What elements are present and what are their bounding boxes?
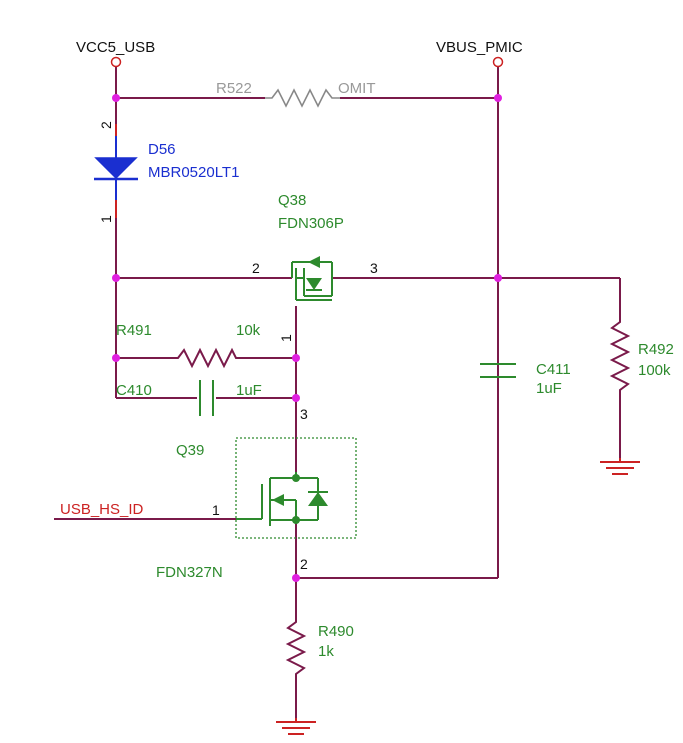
wires [54, 66, 621, 718]
junction-dot [292, 574, 300, 582]
junction-dot [494, 274, 502, 282]
net-label-vbus-pmic: VBUS_PMIC [436, 39, 523, 56]
c410-value: 1uF [236, 382, 262, 399]
c410-ref: C410 [116, 382, 152, 399]
capacitor-c411: C411 1uF [480, 361, 571, 397]
junction-dot [112, 274, 120, 282]
q39-value: FDN327N [156, 564, 223, 581]
r491-ref: R491 [116, 322, 152, 339]
resistor-r522: R522 OMIT [216, 80, 376, 108]
q38-pin-2: 2 [252, 260, 260, 276]
r490-ref: R490 [318, 623, 354, 640]
q39-pin-2: 2 [300, 556, 308, 572]
r492-value: 100k [638, 362, 671, 379]
ground-symbol-r492 [600, 458, 640, 475]
d56-pin-1: 1 [98, 215, 114, 223]
pmosfet-q38: 2 3 1 Q38 FDN306P [252, 192, 378, 342]
c411-ref: C411 [536, 361, 571, 378]
junction-dot [112, 94, 120, 102]
q39-pin-1: 1 [212, 502, 220, 518]
q38-pin-1: 1 [278, 334, 294, 342]
r491-value: 10k [236, 322, 261, 339]
r522-value: OMIT [338, 80, 376, 97]
d56-value: MBR0520LT1 [148, 164, 239, 181]
r490-value: 1k [318, 643, 334, 660]
net-label-usb-hs-id: USB_HS_ID [60, 501, 144, 518]
q39-ref: Q39 [176, 442, 204, 459]
net-port-vbus-pmic: VBUS_PMIC [436, 39, 523, 68]
q38-ref: Q38 [278, 192, 306, 209]
ground-symbol-r490 [276, 718, 316, 735]
net-port-vcc5-usb: VCC5_USB [76, 39, 155, 68]
r522-ref: R522 [216, 80, 252, 97]
net-label-vcc5-usb: VCC5_USB [76, 39, 155, 56]
junction-dot [292, 394, 300, 402]
resistor-r491: R491 10k [116, 322, 261, 369]
q38-value: FDN306P [278, 215, 344, 232]
junction-dot [112, 354, 120, 362]
q39-pin-3: 3 [300, 406, 308, 422]
d56-ref: D56 [148, 141, 176, 158]
junctions [112, 94, 502, 582]
capacitor-c410: C410 1uF [116, 380, 262, 416]
resistor-r492: R492 100k [609, 316, 674, 398]
q38-pin-3: 3 [370, 260, 378, 276]
junction-dot [292, 354, 300, 362]
junction-dot [494, 94, 502, 102]
nmosfet-q39: 3 1 2 Q39 FDN327N [156, 406, 357, 581]
resistor-r490: R490 1k [285, 616, 354, 680]
diode-d56: 2 1 D56 MBR0520LT1 [94, 121, 239, 223]
r492-ref: R492 [638, 341, 674, 358]
d56-pin-2: 2 [98, 121, 114, 129]
c411-value: 1uF [536, 380, 562, 397]
